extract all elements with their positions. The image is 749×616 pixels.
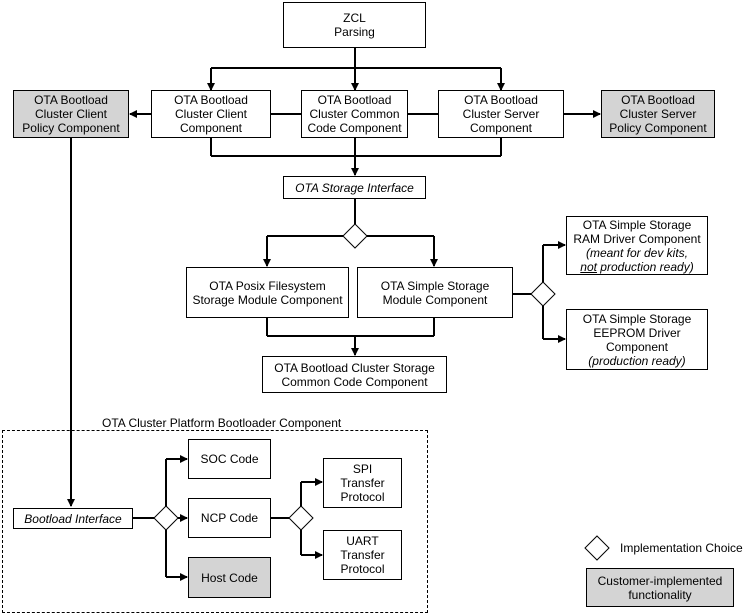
spi-protocol-line-3: Protocol (340, 490, 385, 504)
server-component-line-2: Cluster Server (462, 107, 540, 121)
eeprom-driver-line-2: EEPROM Driver (593, 325, 681, 340)
storage-interface-box: OTA Storage Interface (283, 176, 426, 199)
ram-driver-line-4-rest: production ready) (596, 259, 694, 274)
simple-storage-box: OTA Simple Storage Module Component (357, 267, 513, 318)
server-policy-line-2: Cluster Server (619, 107, 697, 121)
zcl-parsing-box: ZCL Parsing (283, 2, 426, 48)
posix-storage-line-1: OTA Posix Filesystem (209, 278, 326, 293)
choice-diamonds (153, 223, 610, 561)
common-code-line-1: OTA Bootload (317, 93, 392, 107)
ram-driver-line-4: not production ready) (580, 260, 693, 274)
client-component-box: OTA Bootload Cluster Client Component (151, 90, 271, 138)
ram-driver-box: OTA Simple Storage RAM Driver Component … (566, 216, 708, 275)
legend-customer-implemented-box: Customer-implemented functionality (586, 568, 734, 607)
eeprom-driver-box: OTA Simple Storage EEPROM Driver Compone… (566, 309, 708, 370)
uart-protocol-line-3: Protocol (340, 562, 385, 576)
posix-storage-line-2: Storage Module Component (192, 292, 343, 307)
zcl-parsing-line-2: Parsing (334, 25, 375, 39)
client-policy-line-1: OTA Bootload (34, 93, 108, 107)
server-component-line-1: OTA Bootload (464, 93, 538, 107)
client-policy-line-3: Policy Component (22, 121, 120, 135)
soc-code-label: SOC Code (200, 452, 259, 466)
ram-driver-line-2: RAM Driver Component (573, 231, 701, 246)
soc-code-box: SOC Code (188, 439, 271, 479)
legend-implementation-choice-label: Implementation Choice (620, 541, 743, 555)
storage-interface-label: OTA Storage Interface (295, 180, 414, 195)
connectors (67, 48, 601, 581)
server-policy-line-3: Policy Component (609, 121, 707, 135)
zcl-parsing-line-1: ZCL (343, 11, 366, 25)
client-policy-box: OTA Bootload Cluster Client Policy Compo… (13, 90, 129, 138)
posix-storage-box: OTA Posix Filesystem Storage Module Comp… (186, 267, 349, 318)
simple-storage-line-1: OTA Simple Storage (380, 278, 490, 293)
spi-protocol-line-1: SPI (352, 462, 373, 476)
ncp-code-box: NCP Code (188, 498, 271, 538)
ram-driver-line-1: OTA Simple Storage (582, 217, 692, 232)
uart-protocol-line-1: UART (346, 534, 379, 548)
server-component-box: OTA Bootload Cluster Server Component (438, 90, 564, 138)
bootload-interface-box: Bootload Interface (13, 508, 133, 529)
transport-choice-diamond (288, 505, 314, 531)
legend-customer-line-2: functionality (628, 587, 692, 602)
common-code-line-3: Code Component (307, 121, 402, 135)
server-policy-line-1: OTA Bootload (621, 93, 695, 107)
client-component-line-2: Cluster Client (174, 107, 248, 121)
common-code-box: OTA Bootload Cluster Common Code Compone… (301, 90, 408, 138)
eeprom-driver-line-4: (production ready) (588, 353, 686, 368)
bootload-interface-label: Bootload Interface (24, 511, 122, 526)
legend-diamond (584, 535, 610, 561)
eeprom-driver-line-1: OTA Simple Storage (582, 311, 692, 326)
ncp-code-label: NCP Code (200, 511, 259, 525)
storage-choice-diamond (342, 223, 368, 249)
common-code-line-2: Cluster Common (309, 107, 400, 121)
spi-protocol-box: SPI Transfer Protocol (323, 458, 402, 508)
storage-common-line-1: OTA Bootload Cluster Storage (274, 360, 435, 375)
client-policy-line-2: Cluster Client (34, 107, 108, 121)
legend-customer-line-1: Customer-implemented (597, 573, 723, 588)
storage-common-box: OTA Bootload Cluster Storage Common Code… (262, 356, 447, 393)
spi-protocol-line-2: Transfer (340, 476, 385, 490)
storage-common-line-2: Common Code Component (281, 374, 428, 389)
client-component-line-1: OTA Bootload (174, 93, 248, 107)
client-component-line-3: Component (179, 121, 243, 135)
server-policy-box: OTA Bootload Cluster Server Policy Compo… (601, 90, 715, 138)
ram-driver-line-3: (meant for dev kits, (585, 245, 689, 260)
uart-protocol-box: UART Transfer Protocol (323, 530, 402, 580)
bootloader-group-label: OTA Cluster Platform Bootloader Componen… (102, 416, 342, 430)
driver-choice-diamond (530, 281, 556, 307)
platform-choice-diamond (153, 505, 179, 531)
simple-storage-line-2: Module Component (382, 292, 488, 307)
uart-protocol-line-2: Transfer (340, 548, 385, 562)
server-component-line-3: Component (469, 121, 533, 135)
ram-driver-not-underlined: not (580, 259, 597, 274)
host-code-box: Host Code (188, 557, 271, 598)
eeprom-driver-line-3: Component (605, 339, 669, 354)
host-code-label: Host Code (201, 570, 258, 585)
bootloader-group-frame (2, 430, 428, 613)
